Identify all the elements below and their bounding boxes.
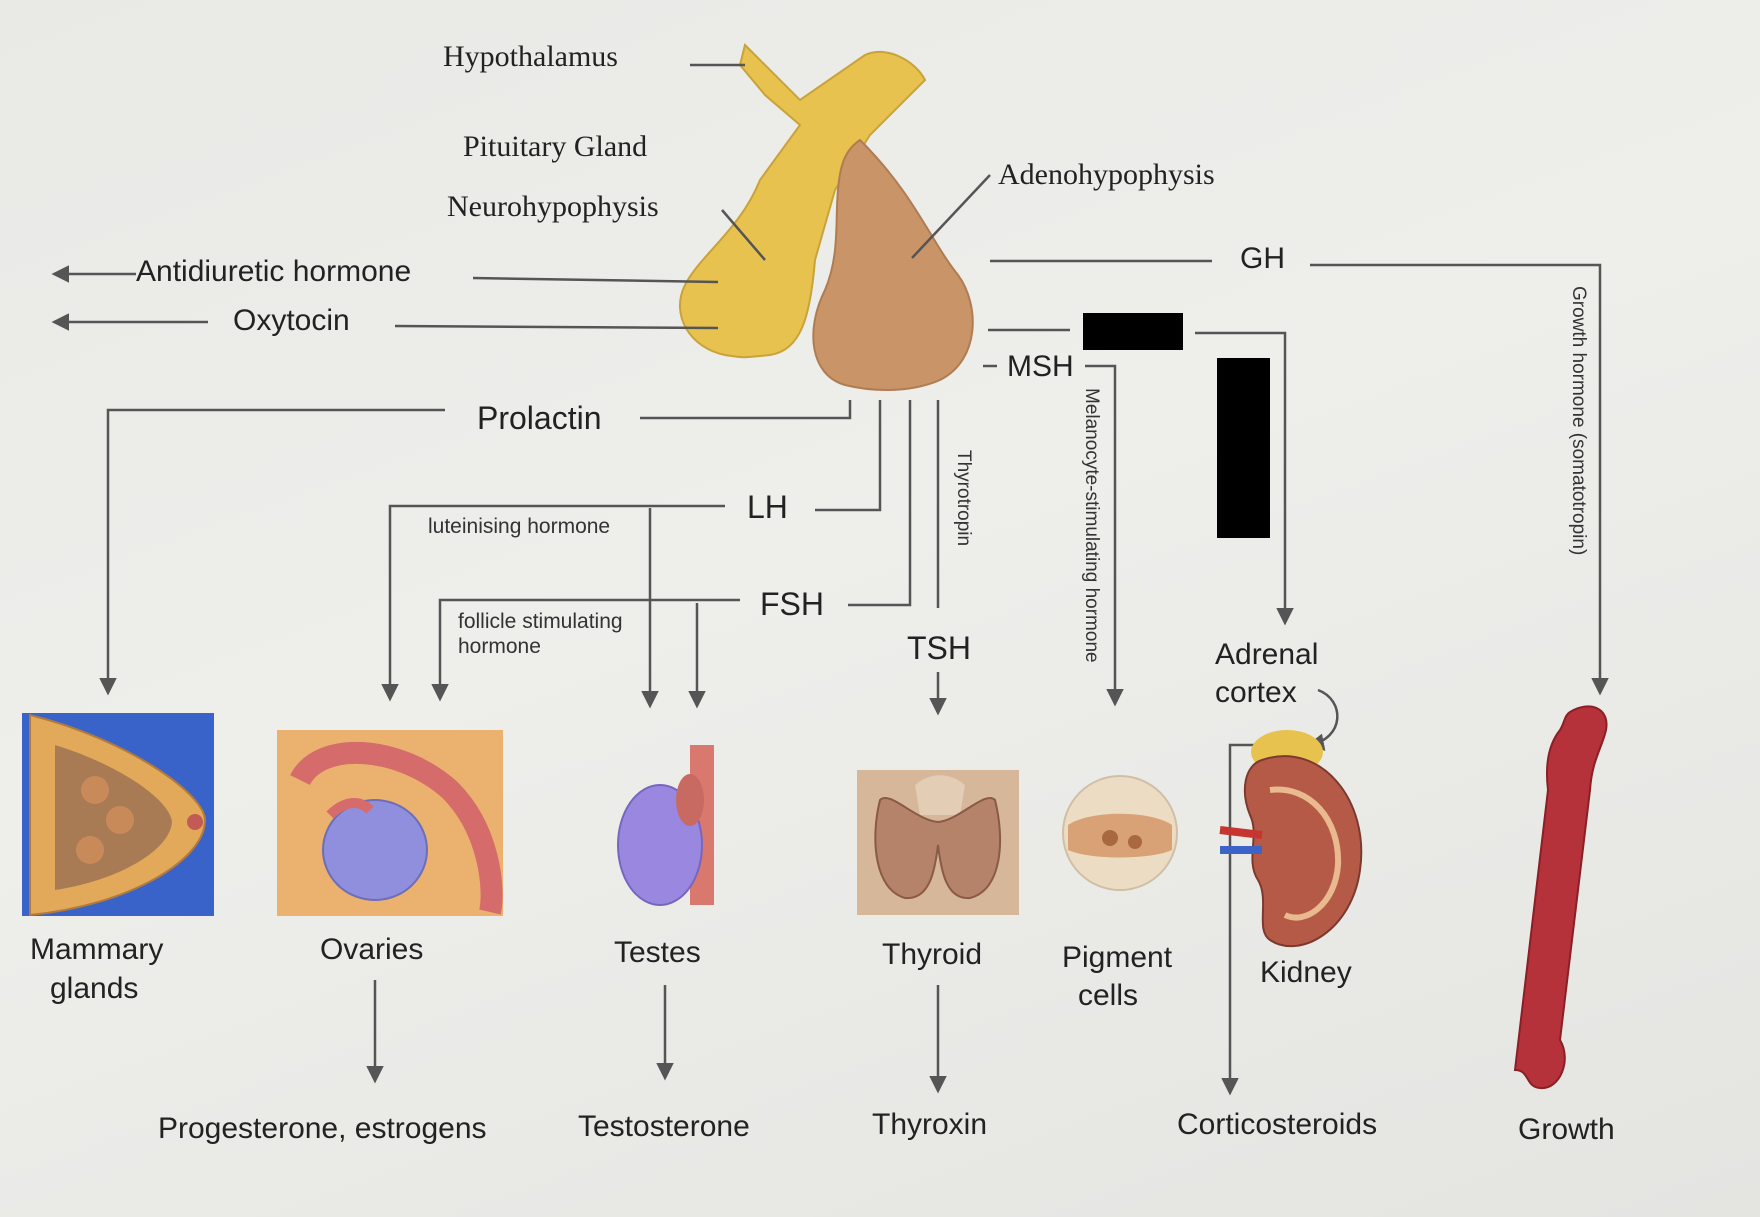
adrenal-cortex-label-line-2: cortex bbox=[1215, 676, 1297, 709]
pigment-cells-label-line-1: Pigment bbox=[1062, 941, 1173, 974]
testes-label: Testes bbox=[614, 936, 701, 969]
thyrotropin-label: Thyrotropin bbox=[953, 450, 974, 547]
growth-hormone-full-label: Growth hormone (somatotropin) bbox=[1568, 286, 1589, 556]
mammary-glands-label-line-2: glands bbox=[50, 972, 139, 1005]
kidney-image bbox=[1219, 730, 1363, 948]
pituitary-gland-label: Pituitary Gland bbox=[463, 130, 648, 163]
kidney-label: Kidney bbox=[1260, 956, 1352, 989]
antidiuretic-hormone-label: Antidiuretic hormone bbox=[136, 255, 412, 288]
thyroid-image bbox=[857, 770, 1019, 915]
redacted-hormone-full-name bbox=[1217, 358, 1270, 538]
progesterone-estrogens-label: Progesterone, estrogens bbox=[158, 1112, 487, 1145]
fsh-full-label-line-2: hormone bbox=[458, 635, 541, 658]
pituitary-gland-shape bbox=[679, 43, 974, 391]
lh-full-label: luteinising hormone bbox=[428, 515, 611, 538]
msh-full-label: Melanocyte-stimulating hormone bbox=[1081, 388, 1102, 663]
gh-label: GH bbox=[1240, 242, 1285, 275]
mammary-gland-image bbox=[22, 713, 214, 917]
mammary-glands-label-line-1: Mammary bbox=[30, 933, 164, 966]
corticosteroids-label: Corticosteroids bbox=[1177, 1108, 1378, 1141]
fsh-label: FSH bbox=[760, 586, 824, 622]
redacted-hormone-label bbox=[1083, 313, 1183, 350]
pigment-cells-image bbox=[1062, 775, 1178, 891]
ovaries-label: Ovaries bbox=[320, 933, 424, 966]
tsh-label: TSH bbox=[907, 630, 971, 666]
lh-label: LH bbox=[747, 489, 788, 525]
pigment-cells-label-line-2: cells bbox=[1078, 979, 1139, 1012]
prolactin-label: Prolactin bbox=[477, 400, 602, 436]
hypothalamus-label: Hypothalamus bbox=[443, 40, 618, 73]
oxytocin-label: Oxytocin bbox=[233, 304, 350, 337]
ovary-image bbox=[277, 730, 503, 916]
bone-image bbox=[1513, 705, 1608, 1090]
adenohypophysis-lobe bbox=[812, 138, 974, 391]
growth-label: Growth bbox=[1518, 1113, 1615, 1146]
thyroxin-label: Thyroxin bbox=[872, 1108, 988, 1141]
testis-image bbox=[617, 745, 714, 906]
msh-label: MSH bbox=[1007, 350, 1074, 383]
neurohypophysis-lobe bbox=[679, 43, 927, 359]
testosterone-label: Testosterone bbox=[578, 1110, 750, 1143]
adenohypophysis-label: Adenohypophysis bbox=[998, 158, 1215, 191]
neurohypophysis-label: Neurohypophysis bbox=[447, 190, 659, 223]
adrenal-cortex-label-line-1: Adrenal bbox=[1215, 638, 1319, 671]
fsh-full-label-line-1: follicle stimulating bbox=[458, 610, 623, 633]
thyroid-label: Thyroid bbox=[882, 938, 983, 971]
